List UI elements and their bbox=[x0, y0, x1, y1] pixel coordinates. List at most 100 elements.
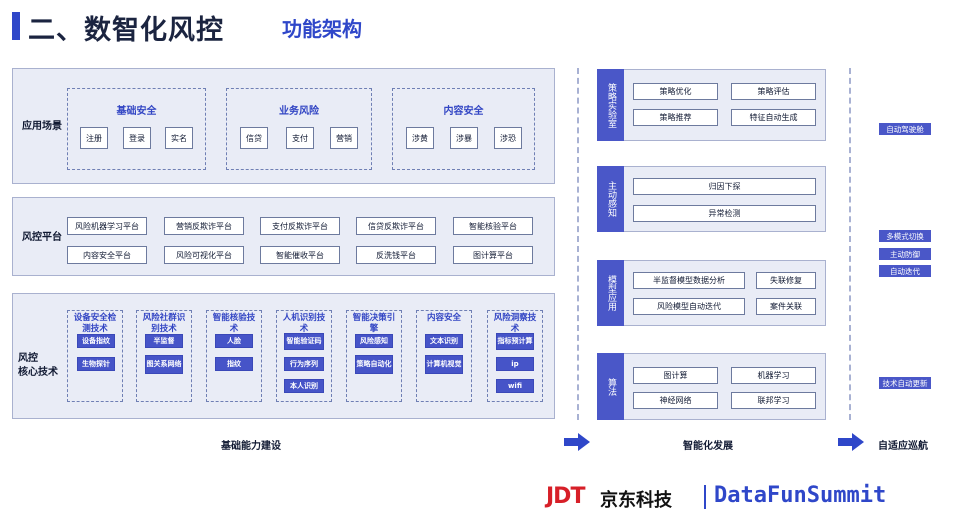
core-item-captcha[interactable]: 智能验证码 bbox=[284, 333, 324, 350]
divider-left bbox=[577, 68, 579, 420]
tab-model-app[interactable]: 模型应用 bbox=[597, 260, 624, 326]
mid-item-machine-learning[interactable]: 机器学习 bbox=[731, 367, 816, 384]
core-group-device bbox=[67, 310, 123, 402]
app-scene-panel bbox=[12, 68, 555, 184]
mid-item-feature-auto[interactable]: 特征自动生成 bbox=[731, 109, 816, 126]
group-business-risk-title: 业务风险 bbox=[279, 106, 319, 117]
core-item-semi-supervised[interactable]: 半监督 bbox=[145, 334, 183, 348]
datafun-logo: DataFunSummit bbox=[714, 483, 887, 508]
mid-item-federated[interactable]: 联邦学习 bbox=[731, 392, 816, 409]
platform-credit-fraud[interactable]: 信贷反欺诈平台 bbox=[356, 217, 436, 235]
core-group-verify bbox=[206, 310, 262, 402]
mid-item-strategy-recommend[interactable]: 策略推荐 bbox=[633, 109, 718, 126]
mid-item-attribution[interactable]: 归因下探 bbox=[633, 178, 816, 195]
core-group-insight bbox=[487, 310, 543, 402]
tag-auto-iterate[interactable]: 自动迭代 bbox=[879, 265, 931, 277]
platform-payment-fraud[interactable]: 支付反欺诈平台 bbox=[260, 217, 340, 235]
core-group-content bbox=[416, 310, 472, 402]
left-bottom-label: 基础能力建设 bbox=[221, 441, 281, 452]
scene-item-terror[interactable]: 涉恐 bbox=[494, 127, 522, 149]
mid-bottom-label: 智能化发展 bbox=[683, 441, 733, 452]
platform-aml[interactable]: 反洗钱平台 bbox=[356, 246, 436, 264]
scene-item-porn[interactable]: 涉黄 bbox=[406, 127, 434, 149]
platform-verify[interactable]: 智能核验平台 bbox=[453, 217, 533, 235]
core-group-device-title: 设备安全检测技术 bbox=[73, 313, 117, 334]
mid-section-model-app bbox=[597, 260, 826, 326]
scene-item-login[interactable]: 登录 bbox=[123, 127, 151, 149]
core-item-wifi[interactable]: wifi bbox=[496, 379, 534, 393]
jd-tech-logo: 京东科技 bbox=[600, 490, 672, 511]
mid-section-strategy-lab bbox=[597, 69, 826, 141]
core-item-ip[interactable]: ip bbox=[496, 357, 534, 371]
footer-separator bbox=[704, 485, 706, 509]
platform-collection[interactable]: 智能催收平台 bbox=[260, 246, 340, 264]
mid-item-strategy-evaluate[interactable]: 策略评估 bbox=[731, 83, 816, 100]
core-item-cv[interactable]: 计算机视觉 bbox=[425, 355, 463, 374]
scene-item-realname[interactable]: 实名 bbox=[165, 127, 193, 149]
core-group-community bbox=[136, 310, 192, 402]
platform-ml[interactable]: 风险机器学习平台 bbox=[67, 217, 147, 235]
tab-algorithm[interactable]: 算法 bbox=[597, 353, 624, 420]
core-group-verify-title: 智能核验技术 bbox=[212, 313, 256, 334]
tag-auto-cockpit[interactable]: 自动驾驶舱 bbox=[879, 123, 931, 135]
core-group-insight-title: 风险洞察技术 bbox=[493, 313, 537, 334]
core-tech-label-1: 风控 bbox=[18, 353, 38, 364]
core-item-metric-precompute[interactable]: 指标预计算 bbox=[496, 333, 534, 350]
platform-graph[interactable]: 图计算平台 bbox=[453, 246, 533, 264]
tag-active-defense[interactable]: 主动防御 bbox=[879, 248, 931, 260]
core-item-behavior-sequence[interactable]: 行为序列 bbox=[284, 357, 324, 371]
mid-section-algorithm bbox=[597, 353, 826, 420]
scene-item-marketing[interactable]: 营销 bbox=[330, 127, 358, 149]
core-item-fingerprint[interactable]: 指纹 bbox=[215, 357, 253, 371]
group-basic-security-title: 基础安全 bbox=[116, 106, 157, 117]
mid-item-model-iterate[interactable]: 风险模型自动迭代 bbox=[633, 298, 745, 315]
core-item-bio-probe[interactable]: 生物探针 bbox=[77, 357, 115, 371]
platform-content[interactable]: 内容安全平台 bbox=[67, 246, 147, 264]
app-scene-label: 应用场景 bbox=[22, 121, 62, 132]
core-item-self-identify[interactable]: 本人识别 bbox=[284, 379, 324, 393]
mid-item-semi-analysis[interactable]: 半监督模型数据分析 bbox=[633, 272, 745, 289]
scene-item-register[interactable]: 注册 bbox=[80, 127, 108, 149]
tab-strategy-lab[interactable]: 策略实验室 bbox=[597, 69, 624, 141]
page-subtitle: 功能架构 bbox=[282, 17, 362, 41]
core-tech-label-2: 核心技术 bbox=[18, 367, 58, 378]
mid-item-case-link[interactable]: 案件关联 bbox=[756, 298, 816, 315]
arrow-right-icon bbox=[838, 433, 864, 451]
core-item-risk-sense[interactable]: 风险感知 bbox=[355, 334, 393, 348]
platform-visual[interactable]: 风险可视化平台 bbox=[164, 246, 244, 264]
tag-tech-auto-update[interactable]: 技术自动更新 bbox=[879, 377, 931, 389]
mid-item-neural-network[interactable]: 神经网络 bbox=[633, 392, 718, 409]
page-title: 二、数智化风控 bbox=[28, 15, 224, 46]
group-content-security-title: 内容安全 bbox=[443, 106, 484, 117]
core-group-decision-title: 智能决策引擎 bbox=[352, 313, 396, 334]
platform-label: 风控平台 bbox=[22, 232, 62, 243]
core-item-text-recog[interactable]: 文本识别 bbox=[425, 334, 463, 348]
core-item-strategy-auto[interactable]: 策略自动化 bbox=[355, 355, 393, 374]
scene-item-violence[interactable]: 涉暴 bbox=[450, 127, 478, 149]
mid-item-graph-compute[interactable]: 图计算 bbox=[633, 367, 718, 384]
mid-item-anomaly[interactable]: 异常检测 bbox=[633, 205, 816, 222]
divider-right bbox=[849, 68, 851, 420]
tag-multi-mode[interactable]: 多模式切换 bbox=[879, 230, 931, 242]
mid-item-strategy-optimize[interactable]: 策略优化 bbox=[633, 83, 718, 100]
core-tech-panel bbox=[12, 293, 555, 419]
core-item-device-fingerprint[interactable]: 设备指纹 bbox=[77, 334, 115, 348]
scene-item-credit[interactable]: 信贷 bbox=[240, 127, 268, 149]
core-group-human-machine-title: 人机识别技术 bbox=[282, 313, 326, 334]
title-accent-bar bbox=[12, 12, 20, 40]
core-item-face[interactable]: 人脸 bbox=[215, 334, 253, 348]
right-bottom-label: 自适应巡航 bbox=[878, 441, 928, 452]
arrow-right-icon bbox=[564, 433, 590, 451]
mid-item-lost-repair[interactable]: 失联修复 bbox=[756, 272, 816, 289]
platform-marketing-fraud[interactable]: 营销反欺诈平台 bbox=[164, 217, 244, 235]
core-group-content-title: 内容安全 bbox=[426, 313, 461, 323]
core-group-community-title: 风险社群识别技术 bbox=[142, 313, 186, 334]
group-basic-security bbox=[67, 88, 206, 170]
core-item-graph-network[interactable]: 图关系网络 bbox=[145, 355, 183, 374]
platform-panel bbox=[12, 197, 555, 276]
tab-active-sense[interactable]: 主动感知 bbox=[597, 166, 624, 232]
mid-section-active-sense bbox=[597, 166, 826, 232]
group-content-security bbox=[392, 88, 535, 170]
core-group-decision bbox=[346, 310, 402, 402]
scene-item-payment[interactable]: 支付 bbox=[286, 127, 314, 149]
